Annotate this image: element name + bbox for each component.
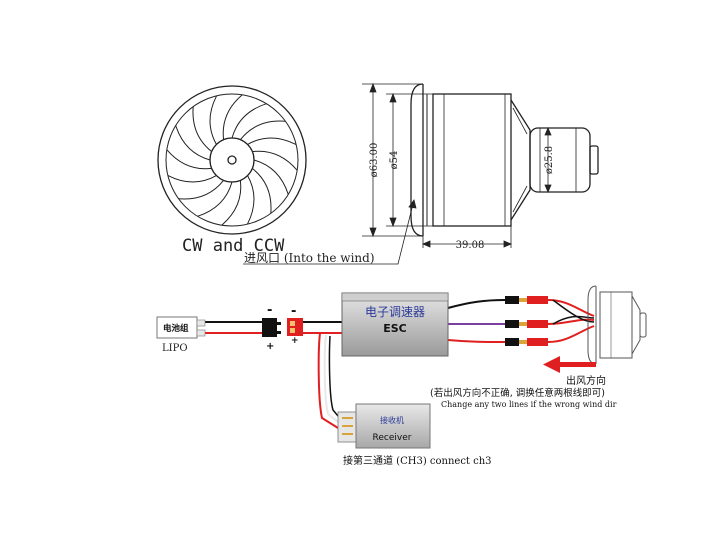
dim-motor-diameter: ø25.8	[544, 146, 555, 174]
spinner-center	[227, 155, 237, 165]
bullet-connector-2	[505, 320, 548, 328]
battery-t-plug	[262, 318, 277, 337]
receiver-unit	[337, 403, 431, 449]
battery-body	[156, 316, 198, 339]
fan-blade	[246, 175, 255, 225]
receiver-subtitle: Receiver	[373, 433, 412, 443]
motor-out-wire-1	[547, 299, 595, 317]
small-fan-lip	[587, 285, 597, 365]
dimension-lines	[243, 82, 552, 265]
esc-body	[341, 292, 449, 357]
duct-body	[432, 93, 512, 227]
signal-white-wire	[323, 334, 339, 423]
battery-caption: LIPO	[162, 343, 188, 354]
fan-blade	[167, 174, 217, 183]
esc-plus-label: +	[291, 336, 299, 346]
spinner-hub	[209, 137, 255, 183]
battery-label: 电池组	[163, 323, 189, 334]
esc-unit	[341, 292, 449, 357]
fan-blade	[166, 149, 212, 170]
fan-blade	[252, 150, 298, 171]
small-fan-body	[599, 291, 633, 359]
inlet-caption: 进风口 (Into the wind)	[244, 251, 375, 265]
dim-inner-diameter: ø54	[389, 151, 400, 170]
esc-connector	[287, 318, 303, 336]
fan-blade	[222, 94, 243, 140]
fan-blade	[178, 179, 224, 200]
battery-plus-label: +	[266, 341, 274, 352]
esc-subtitle: ESC	[383, 322, 407, 335]
motor-shaft	[589, 145, 599, 175]
note-cn: (若出风方向不正确, 调换任意两根线即可)	[430, 387, 605, 399]
fan-blade	[231, 103, 267, 139]
battery-pack	[156, 316, 206, 339]
dim-outer-diameter: ø63.00	[369, 143, 380, 178]
fan-blade	[221, 180, 242, 226]
rotation-caption: CW and CCW	[182, 236, 285, 256]
small-fan-motor	[639, 312, 647, 338]
fan-blade	[251, 168, 272, 214]
fan-blade	[175, 125, 211, 161]
battery-connector	[262, 318, 281, 337]
fan-blade	[253, 159, 289, 195]
motor-wire-1	[447, 299, 506, 309]
inlet-lip	[410, 83, 424, 237]
fan-blade	[192, 106, 213, 152]
signal-black-wire	[328, 335, 339, 417]
battery-minus-label: -	[267, 303, 272, 318]
receiver-title: 接收机	[380, 415, 404, 425]
tail-cone	[510, 99, 531, 221]
motor-can	[529, 127, 591, 193]
fan-blade	[197, 181, 233, 217]
esc-title: 电子调速器	[365, 305, 425, 319]
fan-front-view	[157, 85, 307, 235]
fan-unit-small	[587, 285, 647, 365]
fan-blade	[209, 95, 218, 145]
signal-red-wire	[317, 332, 339, 429]
motor-out-wire-3	[547, 325, 595, 343]
inner-shroud-ring	[165, 93, 299, 227]
bullet-connector-1	[505, 296, 548, 304]
motor-out-wire-2	[547, 318, 595, 325]
esc-t-plug	[287, 318, 303, 336]
wind-direction-arrow	[543, 356, 596, 373]
fan-blade	[240, 120, 286, 141]
motor-wire-3	[447, 339, 506, 343]
wind-direction-label: 出风方向	[566, 374, 606, 387]
bullet-connector-3	[505, 338, 548, 346]
fan-blade	[247, 137, 297, 146]
fan-blades	[166, 94, 298, 226]
dim-length: 39.08	[456, 240, 485, 251]
receiver-body	[355, 403, 431, 449]
outer-shroud-ring	[157, 85, 307, 235]
wires	[205, 299, 595, 429]
receiver-caption: 接第三通道 (CH3) connect ch3	[343, 454, 492, 467]
note-en: Change any two lines if the wrong wind d…	[441, 400, 617, 409]
fan-side-view	[410, 83, 599, 237]
esc-minus-label: -	[291, 304, 296, 319]
bullet-connectors	[505, 296, 548, 346]
